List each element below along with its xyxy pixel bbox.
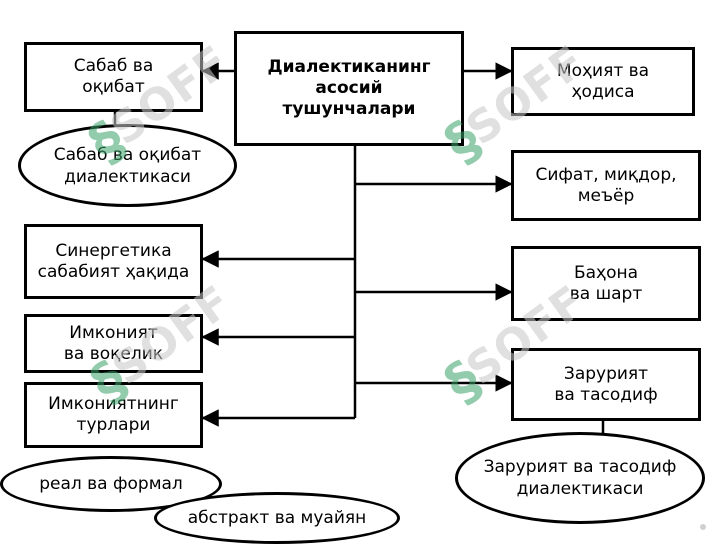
possibility-reality-label: Имконият ва воқелик <box>63 322 164 364</box>
central-concept-box: Диалектиканинг асосий тушунчалари <box>234 31 464 146</box>
essence-phenomenon-box: Моҳият ва ҳодиса <box>511 47 695 116</box>
corner-dot <box>700 524 706 530</box>
synergetics-box: Синергетика сабабият ҳақида <box>24 224 203 299</box>
possibility-types-box: Имкониятнинг турлари <box>24 382 203 448</box>
quality-quantity-box: Сифат, миқдор, меъёр <box>511 150 701 221</box>
synergetics-label: Синергетика сабабият ҳақида <box>37 240 190 282</box>
cause-effect-label: Сабаб ва оқибат <box>73 56 154 97</box>
real-formal-label: реал ва формал <box>39 474 183 494</box>
necessity-chance-box: Зарурият ва тасодиф <box>511 348 701 421</box>
cause-dialectics-label: Сабаб ва оқибат диалектикаси <box>53 144 202 187</box>
essence-phenomenon-label: Моҳият ва ҳодиса <box>556 60 650 102</box>
possibility-reality-box: Имконият ва воқелик <box>24 314 203 373</box>
possibility-types-label: Имкониятнинг турлари <box>48 394 179 435</box>
cause-dialectics-oval: Сабаб ва оқибат диалектикаси <box>18 124 237 207</box>
necessity-chance-label: Зарурият ва тасодиф <box>554 363 658 405</box>
abstract-concrete-oval: абстракт ва муайян <box>154 492 400 544</box>
necessity-dialectics-label: Зарурият ва тасодиф диалектикаси <box>483 457 677 499</box>
pretext-condition-label: Баҳона ва шарт <box>569 262 643 304</box>
central-concept-label: Диалектиканинг асосий тушунчалари <box>267 57 431 119</box>
quality-quantity-label: Сифат, миқдор, меъёр <box>535 164 677 206</box>
cause-effect-box: Сабаб ва оқибат <box>24 42 203 112</box>
necessity-dialectics-oval: Зарурият ва тасодиф диалектикаси <box>455 432 705 524</box>
abstract-concrete-label: абстракт ва муайян <box>187 508 367 528</box>
pretext-condition-box: Баҳона ва шарт <box>511 246 701 321</box>
